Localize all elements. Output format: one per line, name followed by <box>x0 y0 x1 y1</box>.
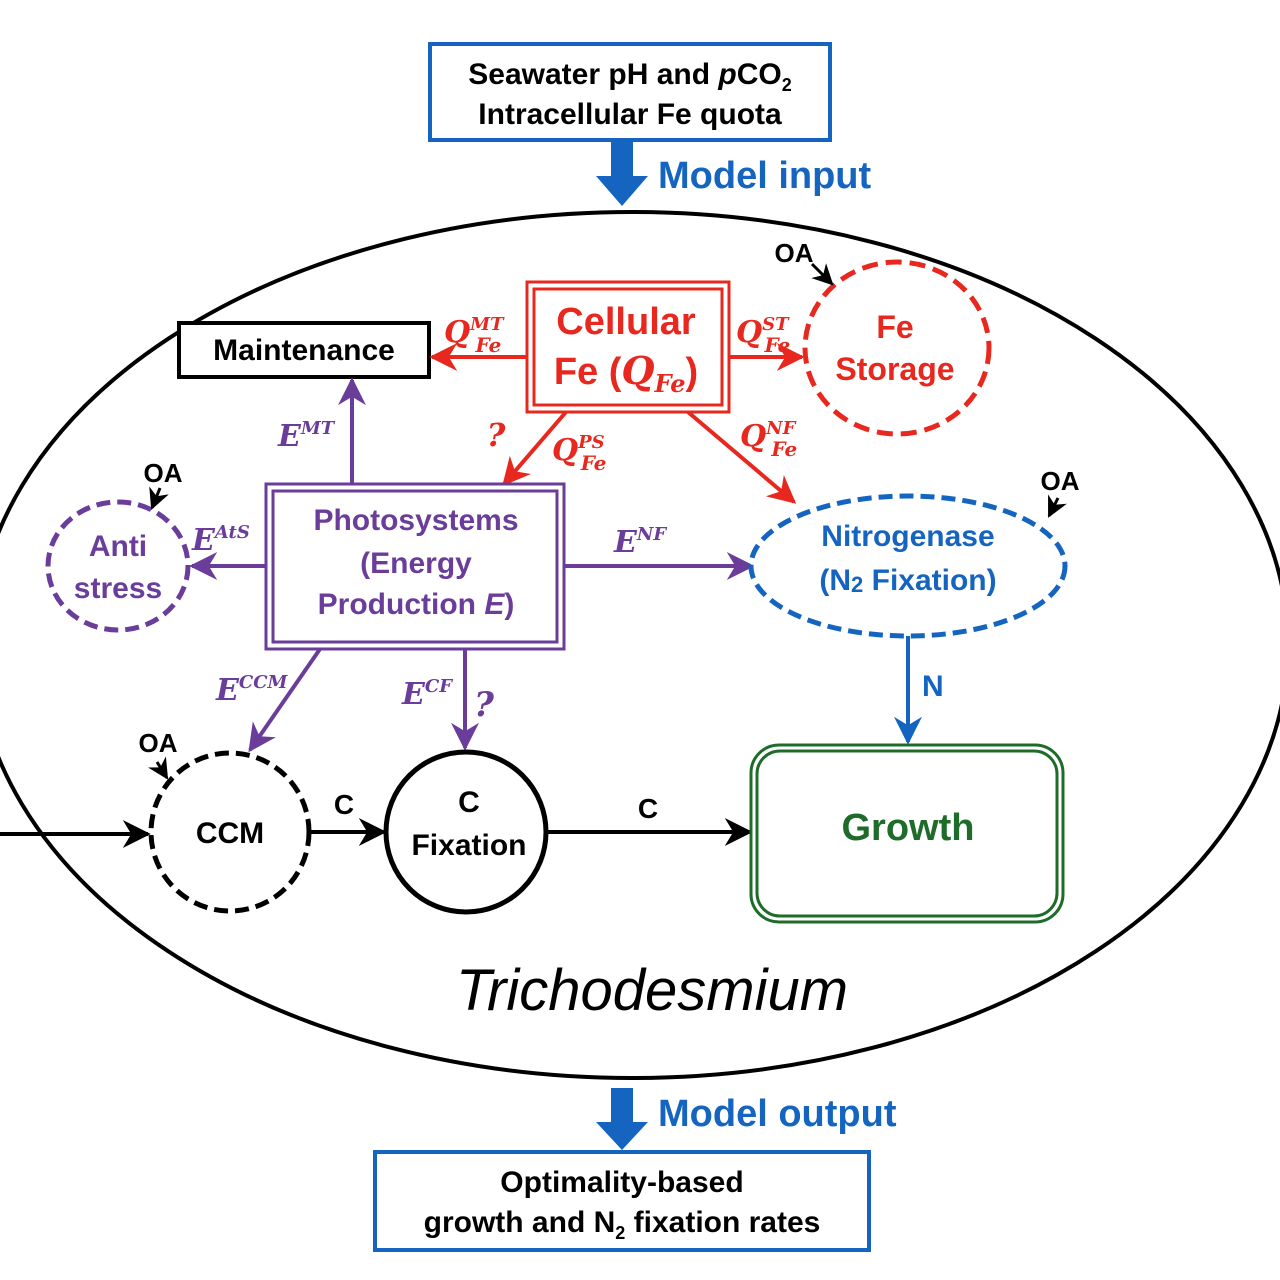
svg-text:Photosystems: Photosystems <box>313 504 518 537</box>
svg-text:Storage: Storage <box>835 351 954 387</box>
svg-text:(N2 Fixation): (N2 Fixation) <box>819 564 996 597</box>
svg-text:Fixation: Fixation <box>411 829 526 862</box>
oa-label-ccm: OA <box>139 728 178 758</box>
model-input-box: Seawater pH and pCO2 Intracellular Fe qu… <box>428 42 832 142</box>
cell-boundary <box>0 210 1280 1080</box>
label-c-ccm-cf: C <box>334 789 354 820</box>
model-output-label: Model output <box>658 1093 897 1135</box>
model-input-arrow-icon <box>596 140 648 206</box>
output-line-1: Optimality-based <box>500 1166 743 1199</box>
nitrogenase-node: Nitrogenase (N2 Fixation) <box>748 493 1068 639</box>
arrow-fe-to-photosystems <box>502 410 568 487</box>
svg-text:Cellular: Cellular <box>556 301 696 343</box>
svg-text:Nitrogenase: Nitrogenase <box>821 520 994 553</box>
model-output-box: Optimality-based growth and N2 fixation … <box>373 1150 871 1252</box>
label-e-cf: ECF <box>401 676 453 712</box>
oa-arrow-ccm <box>148 756 169 780</box>
question-mark-e-cf: ? <box>474 685 495 725</box>
photosystems-node: Photosystems (Energy Production E) <box>264 482 566 651</box>
question-mark-fe-ps: ? <box>487 416 506 454</box>
svg-text:Fe (QFe): Fe (QFe) <box>554 348 698 398</box>
arrow-ps-to-ccm <box>248 647 322 753</box>
svg-text:Growth: Growth <box>842 807 975 849</box>
oa-label-nitrogenase: OA <box>1041 466 1080 496</box>
oa-arrow-fe-storage <box>810 262 834 286</box>
c-fixation-node: C Fixation <box>383 749 549 915</box>
svg-text:C: C <box>458 786 480 819</box>
svg-text:Production E): Production E) <box>318 588 515 621</box>
svg-text:CCM: CCM <box>196 817 264 850</box>
label-n: N <box>922 670 944 703</box>
svg-text:Anti: Anti <box>89 530 147 563</box>
oa-arrow-anti-stress <box>149 486 169 510</box>
organism-label: Trichodesmium <box>456 958 848 1023</box>
svg-text:Fe: Fe <box>876 309 913 345</box>
input-line-2: Intracellular Fe quota <box>478 98 782 131</box>
output-line-2: growth and N2 fixation rates <box>424 1206 821 1243</box>
model-output-arrow-icon <box>596 1088 648 1150</box>
input-line-1: Seawater pH and pCO2 <box>468 58 791 95</box>
svg-text:stress: stress <box>74 572 162 605</box>
anti-stress-node: Anti stress <box>45 499 191 633</box>
arrow-fe-to-nitrogenase <box>686 410 797 504</box>
maintenance-node: Maintenance <box>177 321 431 379</box>
fe-storage-node: Fe Storage <box>802 259 992 437</box>
svg-text:(Energy: (Energy <box>360 547 472 580</box>
label-e-ats: EAtS <box>191 522 250 558</box>
ccm-node: CCM <box>148 750 312 914</box>
oa-label-anti-stress: OA <box>144 458 183 488</box>
label-e-mt: EMT <box>277 418 336 454</box>
label-c-cf-growth: C <box>638 793 658 824</box>
oa-label-fe-storage: OA <box>775 238 814 268</box>
oa-arrow-nitrogenase <box>1047 494 1067 518</box>
label-e-nf: ENF <box>613 524 667 560</box>
growth-node: Growth <box>749 743 1065 924</box>
cellular-fe-node: Cellular Fe (QFe) <box>525 280 731 414</box>
model-input-label: Model input <box>658 155 872 197</box>
label-e-ccm: ECCM <box>215 672 289 708</box>
svg-text:Maintenance: Maintenance <box>213 334 395 367</box>
